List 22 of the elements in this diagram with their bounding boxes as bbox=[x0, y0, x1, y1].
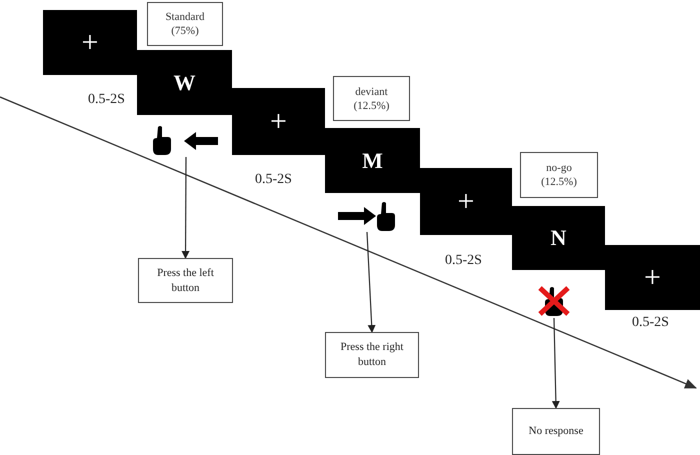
response-box: Press the right button bbox=[325, 332, 419, 378]
duration-label: 0.5-2S bbox=[255, 172, 292, 188]
fixation-screen: + bbox=[43, 10, 137, 75]
arrow bbox=[182, 157, 190, 259]
fixation-screen: + bbox=[232, 88, 325, 155]
stimulus-screen: M bbox=[325, 128, 420, 193]
duration-label: 0.5-2S bbox=[88, 92, 125, 108]
condition-label: deviant (12.5%) bbox=[333, 76, 410, 121]
condition-label: Standard (75%) bbox=[147, 2, 223, 46]
response-box: Press the left button bbox=[138, 258, 233, 303]
arrow bbox=[552, 318, 560, 409]
fixation-screen: + bbox=[605, 245, 700, 310]
arrow bbox=[366, 232, 376, 333]
condition-label: no-go (12.5%) bbox=[520, 152, 598, 198]
fixation-screen: + bbox=[420, 168, 512, 235]
response-box: No response bbox=[512, 408, 600, 455]
hand-and-arrow-icon bbox=[336, 202, 398, 232]
duration-label: 0.5-2S bbox=[445, 253, 482, 269]
stimulus-screen: N bbox=[512, 206, 605, 270]
crossed-hand-icon bbox=[536, 284, 572, 318]
stimulus-screen: W bbox=[137, 50, 232, 115]
duration-label: 0.5-2S bbox=[632, 315, 669, 331]
